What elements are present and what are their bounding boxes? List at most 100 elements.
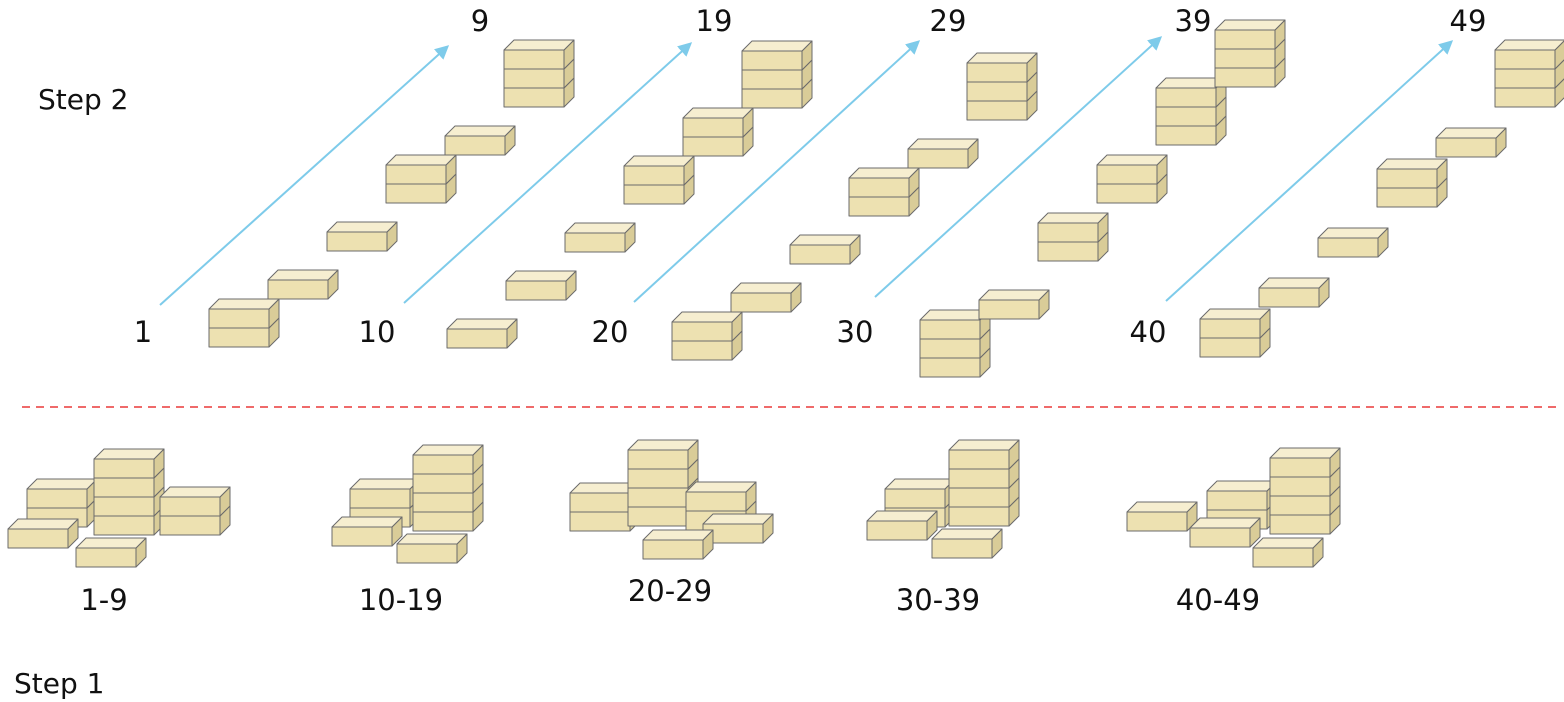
range-start-label: 40 xyxy=(1129,315,1167,349)
box-front xyxy=(412,454,474,475)
box-front xyxy=(444,135,506,156)
box-front xyxy=(412,473,474,494)
box-front xyxy=(919,338,981,359)
box-top xyxy=(884,478,956,490)
box-front xyxy=(569,492,631,513)
step2-label: Step 2 xyxy=(38,83,129,116)
box-top xyxy=(1252,537,1324,549)
box-front xyxy=(642,539,704,560)
box-front xyxy=(1435,137,1497,158)
box-top xyxy=(267,269,339,281)
range-end-label: 39 xyxy=(1174,4,1212,38)
box-front xyxy=(1155,87,1217,108)
box-stack xyxy=(444,125,516,156)
box-front xyxy=(412,492,474,513)
box-front xyxy=(1096,164,1158,185)
box-top xyxy=(331,516,403,528)
box-front xyxy=(685,491,747,512)
diagonal-arrow xyxy=(159,45,450,306)
box-top xyxy=(730,282,802,294)
box-stack xyxy=(1155,77,1227,146)
box-front xyxy=(93,515,155,536)
box-top xyxy=(26,478,98,490)
box-stack xyxy=(1199,308,1271,358)
box-front xyxy=(75,547,137,568)
box-top xyxy=(682,107,754,119)
box-front xyxy=(741,88,803,109)
box-front xyxy=(446,328,508,349)
box-front xyxy=(919,319,981,340)
box-stack xyxy=(1435,127,1507,158)
box-front xyxy=(741,69,803,90)
box-front xyxy=(1252,547,1314,568)
box-stack xyxy=(623,155,695,205)
box-front xyxy=(623,165,685,186)
box-top xyxy=(412,444,484,456)
boxes-layer xyxy=(7,19,1564,568)
box-top xyxy=(1214,19,1286,31)
range-start-label: 10 xyxy=(358,315,396,349)
box-front xyxy=(1126,511,1188,532)
box-front xyxy=(93,458,155,479)
box-front xyxy=(623,184,685,205)
box-stack xyxy=(1096,154,1168,204)
box-front xyxy=(978,299,1040,320)
box-front xyxy=(1214,29,1276,50)
box-top xyxy=(1096,154,1168,166)
box-front xyxy=(1317,237,1379,258)
box-front xyxy=(948,506,1010,527)
box-front xyxy=(396,543,458,564)
group-label: 1-9 xyxy=(80,583,128,617)
box-front xyxy=(1037,241,1099,262)
box-stack xyxy=(1214,19,1286,88)
box-front xyxy=(505,280,567,301)
arrows-layer xyxy=(159,36,1454,306)
box-front xyxy=(1189,527,1251,548)
box-stack xyxy=(919,309,991,378)
box-stack xyxy=(730,282,802,313)
box-top xyxy=(642,529,714,541)
group-label: 20-29 xyxy=(627,574,713,608)
box-top xyxy=(1435,127,1507,139)
box-top xyxy=(685,481,757,493)
range-start-label: 1 xyxy=(133,315,153,349)
box-top xyxy=(75,537,147,549)
box-top xyxy=(1037,212,1109,224)
box-stack xyxy=(1189,517,1261,548)
box-stack xyxy=(978,289,1050,320)
box-front xyxy=(1258,287,1320,308)
box-front xyxy=(1376,168,1438,189)
box-front xyxy=(1206,490,1268,511)
box-top xyxy=(1206,480,1278,492)
box-top xyxy=(623,155,695,167)
box-front xyxy=(966,62,1028,83)
box-stack xyxy=(966,52,1038,121)
box-top xyxy=(396,533,468,545)
box-front xyxy=(1096,183,1158,204)
box-stack xyxy=(866,510,938,541)
box-front xyxy=(1269,495,1331,516)
box-front xyxy=(93,477,155,498)
box-top xyxy=(1376,158,1448,170)
box-stack xyxy=(412,444,484,532)
box-front xyxy=(671,340,733,361)
box-front xyxy=(848,177,910,198)
box-front xyxy=(671,321,733,342)
box-front xyxy=(884,488,946,509)
box-stack xyxy=(1269,447,1341,535)
box-stack xyxy=(907,138,979,169)
box-front xyxy=(503,68,565,89)
box-top xyxy=(978,289,1050,301)
range-end-label: 29 xyxy=(929,4,967,38)
box-front xyxy=(948,449,1010,470)
box-stack xyxy=(682,107,754,157)
box-top xyxy=(444,125,516,137)
box-front xyxy=(385,164,447,185)
box-top xyxy=(208,298,280,310)
box-front xyxy=(349,488,411,509)
box-front xyxy=(966,81,1028,102)
box-stack xyxy=(503,39,575,108)
box-stack xyxy=(93,448,165,536)
box-stack xyxy=(564,222,636,253)
